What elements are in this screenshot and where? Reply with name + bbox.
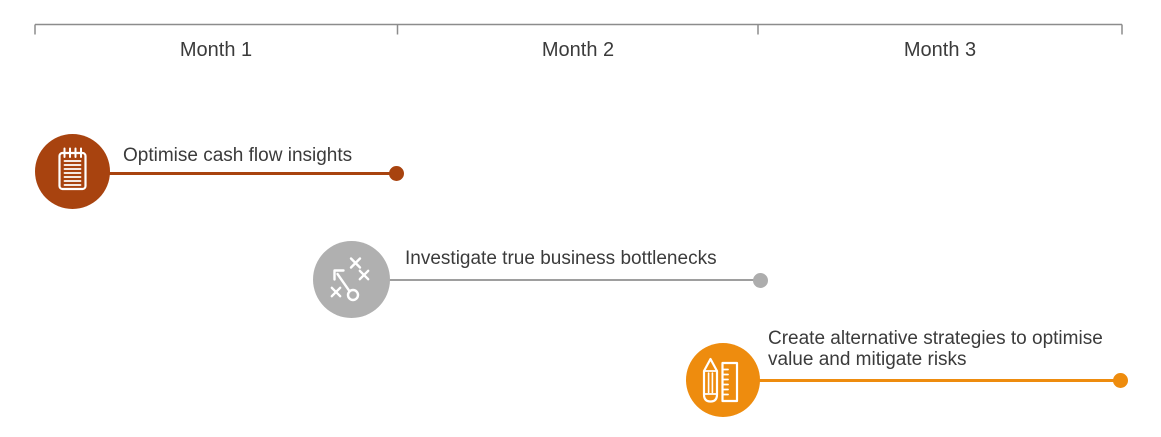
milestone-1-dot <box>389 166 404 181</box>
notepad-icon <box>58 147 87 191</box>
timeline-axis-lines <box>34 23 1123 35</box>
milestone-1-connector <box>75 172 397 175</box>
month-1-label: Month 1 <box>179 39 253 61</box>
milestone-2-label: Investigate true business bottlenecks <box>405 248 717 269</box>
milestone-3-bubble <box>686 343 760 417</box>
milestone-3-dot <box>1113 373 1128 388</box>
timeline-axis <box>34 23 1123 35</box>
milestone-2-connector <box>351 279 760 281</box>
milestone-3-label: Create alternative strategies to optimis… <box>768 328 1103 370</box>
pencil-ruler-icon <box>702 357 739 403</box>
month-3-label: Month 3 <box>903 39 977 61</box>
strategy-icon <box>330 257 370 302</box>
milestone-1-label: Optimise cash flow insights <box>123 145 353 166</box>
month-2-label: Month 2 <box>541 39 615 61</box>
milestone-1-bubble <box>35 134 110 209</box>
milestone-2-dot <box>753 273 768 288</box>
milestone-3-connector <box>722 379 1121 382</box>
milestone-2-bubble <box>313 241 390 318</box>
